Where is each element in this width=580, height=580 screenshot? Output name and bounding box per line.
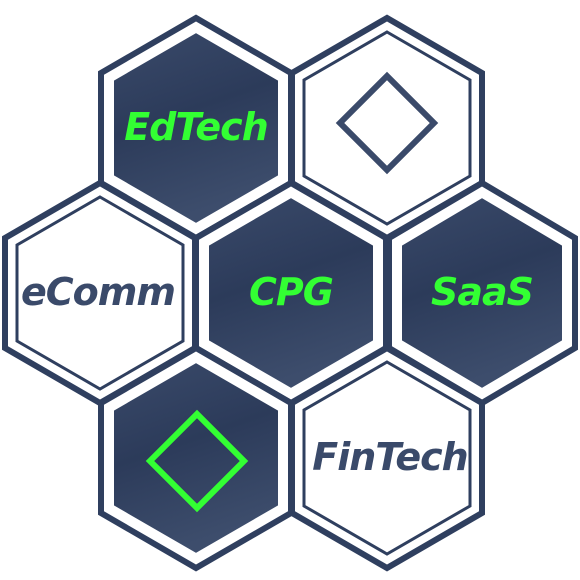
hex-inner-border [15, 195, 185, 391]
tile-label-cpg: CPG [249, 270, 333, 314]
hex-tile-fintech: FinTech [289, 344, 485, 572]
hex-tile-diamond-top [289, 14, 485, 242]
hex-tile-diamond-bottom [98, 344, 294, 572]
hex-inner-fill [207, 195, 375, 391]
diamond-outline-icon [335, 71, 439, 175]
hex-inner-border [302, 360, 472, 556]
hex-tile-edtech: EdTech [98, 14, 294, 242]
hex-inner-border [302, 30, 472, 226]
tile-label-ecomm: eComm [21, 270, 175, 314]
tile-label-edtech: EdTech [124, 105, 268, 149]
diamond-outline-icon [145, 409, 249, 513]
hex-inner-fill [112, 360, 280, 556]
tile-label-fintech: FinTech [312, 435, 467, 479]
hex-tile-saas: SaaS [386, 179, 578, 407]
hex-inner-fill [400, 195, 564, 391]
hex-inner-fill [112, 30, 280, 226]
hex-tile-cpg: CPG [193, 179, 389, 407]
tile-label-saas: SaaS [431, 270, 533, 314]
